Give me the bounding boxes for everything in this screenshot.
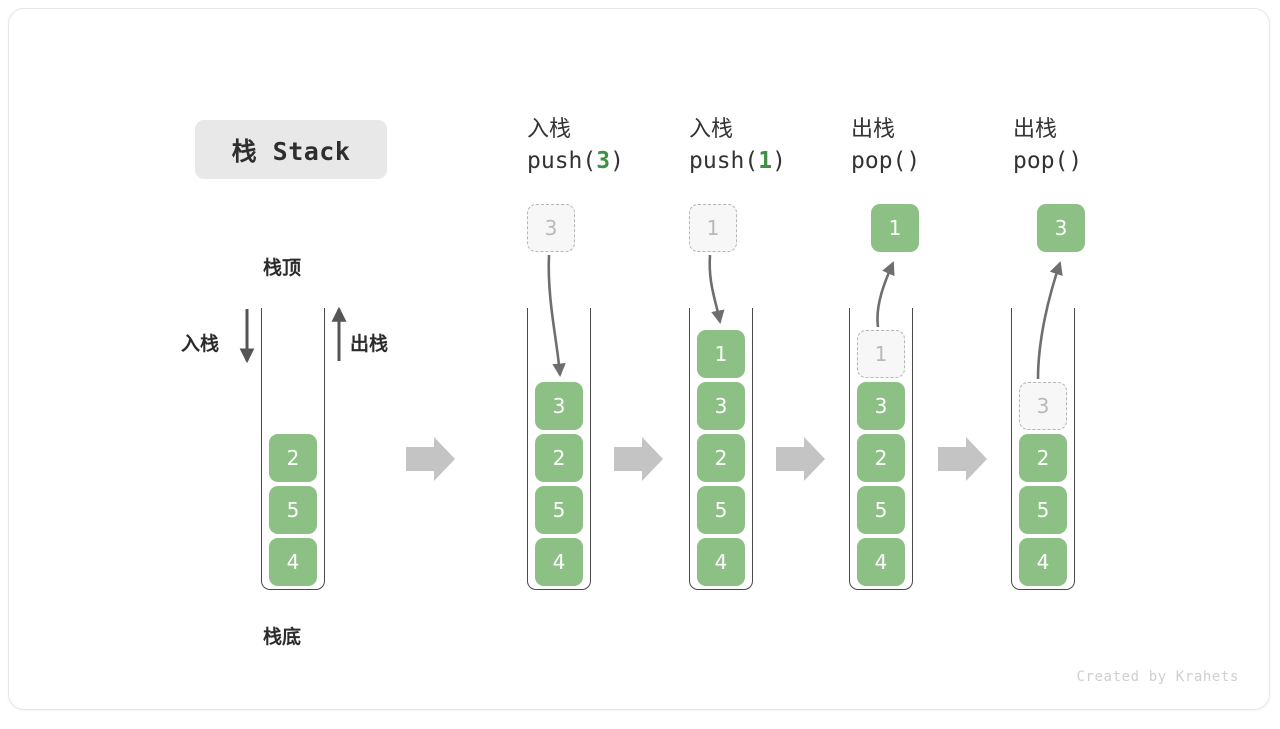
stack-initial: 4 5 2 bbox=[261, 308, 325, 590]
stack-cell: 5 bbox=[697, 486, 745, 534]
step-header-pop-3: 出栈 pop() bbox=[1013, 115, 1183, 177]
stack-cell: 4 bbox=[857, 538, 905, 586]
stack-cell: 4 bbox=[1019, 538, 1067, 586]
stack-cell: 5 bbox=[857, 486, 905, 534]
stack-top-label: 栈顶 bbox=[263, 257, 302, 279]
stack-cell: 5 bbox=[269, 486, 317, 534]
step-header-cjk: 出栈 bbox=[851, 117, 896, 142]
stack-cell: 3 bbox=[697, 382, 745, 430]
code-prefix: pop( bbox=[1013, 148, 1069, 174]
transition-arrow-icon bbox=[406, 437, 455, 481]
step-header-cjk: 出栈 bbox=[1013, 117, 1058, 142]
step-header-code: pop() bbox=[1013, 145, 1183, 177]
stack-cell-removed: 1 bbox=[857, 330, 905, 378]
stack-frame bbox=[261, 308, 325, 590]
stack-cell: 5 bbox=[1019, 486, 1067, 534]
push-direction-label: 入栈 bbox=[181, 333, 220, 355]
step-header-push-3: 入栈 push(3) bbox=[527, 115, 697, 177]
step-header-cjk: 入栈 bbox=[527, 117, 572, 142]
stack-after-push-1: 4 5 2 3 1 bbox=[689, 308, 753, 590]
popped-element-box: 1 bbox=[871, 204, 919, 252]
step-header-pop-1: 出栈 pop() bbox=[851, 115, 1021, 177]
code-prefix: push( bbox=[689, 148, 759, 174]
stack-cell: 2 bbox=[1019, 434, 1067, 482]
stack-cell: 4 bbox=[697, 538, 745, 586]
step-header-code: push(3) bbox=[527, 145, 697, 177]
code-arg: 1 bbox=[758, 148, 773, 174]
stack-after-pop-1: 4 5 2 3 1 bbox=[849, 308, 913, 590]
transition-arrow-icon bbox=[776, 437, 825, 481]
code-suffix: ) bbox=[906, 148, 921, 174]
stack-cell: 2 bbox=[535, 434, 583, 482]
stack-cell: 3 bbox=[535, 382, 583, 430]
stack-cell: 2 bbox=[857, 434, 905, 482]
code-suffix: ) bbox=[610, 148, 624, 174]
stack-cells: 4 5 2 3 1 bbox=[849, 326, 913, 586]
step-header-code: pop() bbox=[851, 145, 1021, 177]
code-suffix: ) bbox=[772, 148, 786, 174]
attribution-footer: Created by Krahets bbox=[1076, 669, 1239, 685]
code-suffix: ) bbox=[1068, 148, 1083, 174]
stack-cells: 4 5 2 3 1 bbox=[689, 326, 753, 586]
transition-arrow-icon bbox=[614, 437, 663, 481]
stack-cell: 3 bbox=[857, 382, 905, 430]
stack-frame bbox=[849, 308, 913, 590]
popped-element-box: 3 bbox=[1037, 204, 1085, 252]
stack-cell-removed: 3 bbox=[1019, 382, 1067, 430]
step-header-cjk: 入栈 bbox=[689, 117, 734, 142]
incoming-element-box: 3 bbox=[527, 204, 575, 252]
stack-bottom-label: 栈底 bbox=[263, 626, 302, 648]
step-header-code: push(1) bbox=[689, 145, 859, 177]
transition-arrow-icon bbox=[938, 437, 987, 481]
stack-after-push-3: 4 5 2 3 bbox=[527, 308, 591, 590]
stack-cell: 5 bbox=[535, 486, 583, 534]
stack-frame bbox=[527, 308, 591, 590]
pop-direction-label: 出栈 bbox=[350, 333, 389, 355]
stack-cell: 1 bbox=[697, 330, 745, 378]
stack-cells: 4 5 2 3 bbox=[527, 378, 591, 586]
code-arg: 3 bbox=[596, 148, 611, 174]
stack-frame bbox=[1011, 308, 1075, 590]
stack-cells: 4 5 2 bbox=[261, 430, 325, 586]
diagram-title-pill: 栈 Stack bbox=[195, 120, 387, 179]
stack-cells: 4 5 2 3 bbox=[1011, 378, 1075, 586]
code-prefix: push( bbox=[527, 148, 597, 174]
step-header-push-1: 入栈 push(1) bbox=[689, 115, 859, 177]
code-prefix: pop( bbox=[851, 148, 907, 174]
incoming-element-box: 1 bbox=[689, 204, 737, 252]
stack-cell: 4 bbox=[535, 538, 583, 586]
stack-after-pop-3: 4 5 2 3 bbox=[1011, 308, 1075, 590]
stack-frame bbox=[689, 308, 753, 590]
page-title: 栈 Stack bbox=[231, 136, 351, 166]
stack-cell: 4 bbox=[269, 538, 317, 586]
diagram-card: 栈 Stack 入栈 push(3) 入栈 push(1) 出栈 pop() 出… bbox=[8, 8, 1270, 710]
stack-cell: 2 bbox=[269, 434, 317, 482]
stack-cell: 2 bbox=[697, 434, 745, 482]
